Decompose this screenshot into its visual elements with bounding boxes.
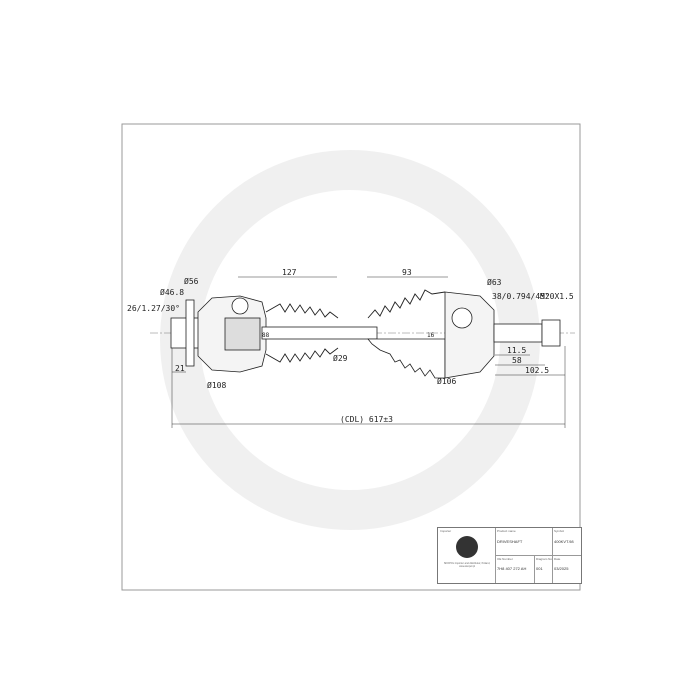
dim-16: 16 — [427, 332, 435, 339]
symbol-label: Symbol — [554, 529, 565, 533]
dim-overall: (CDL) 617±3 — [340, 415, 393, 424]
dim-thread: M20X1.5 — [540, 292, 574, 301]
dim-dia56: Ø56 — [184, 276, 199, 286]
inner-boot — [265, 303, 339, 363]
dim-88: 88 — [262, 332, 270, 339]
symbol-value: 400KVT.98 — [554, 539, 574, 544]
dim-dia63: Ø63 — [487, 277, 502, 287]
diagram-label: Diagram No — [536, 557, 553, 561]
shaft — [261, 326, 378, 340]
outer-boot — [367, 289, 446, 319]
inner-joint — [170, 295, 267, 373]
product-label: Product name — [497, 529, 516, 533]
importer-label: Importer — [440, 529, 452, 533]
dim-spline-left: 26/1.27/30° — [127, 304, 180, 313]
date-label: Date — [554, 557, 561, 561]
dim-spline-right: 38/0.794/45° — [492, 292, 550, 301]
dim-58: 58 — [512, 356, 522, 365]
dim-dia29: Ø29 — [333, 353, 348, 363]
title-block: Importer SKOPOL importer and distributor… — [437, 527, 582, 584]
drawing-frame — [121, 123, 581, 591]
importer-text: SKOPOL importer and distributor, Poland,… — [443, 562, 491, 568]
dim-21: 21 — [175, 364, 185, 373]
dim-127: 127 — [282, 268, 297, 277]
product-value: DRIVESHAFT — [497, 539, 523, 544]
dim-dia46-8: Ø46.8 — [160, 287, 184, 297]
oe-value: 7H8 407 272 AH — [497, 566, 527, 571]
dim-102-5: 102.5 — [525, 366, 549, 375]
outer-joint — [444, 291, 561, 379]
oe-label: OE Number — [497, 557, 513, 561]
diagram-value: 001 — [536, 566, 543, 571]
date-value: 03/2025 — [554, 566, 569, 571]
dim-11-5: 11.5 — [507, 346, 526, 355]
dim-dia106: Ø106 — [437, 376, 456, 386]
company-logo — [456, 536, 478, 558]
dim-93: 93 — [402, 268, 412, 277]
dim-dia108: Ø108 — [207, 380, 226, 390]
dimension-lines — [171, 276, 566, 428]
